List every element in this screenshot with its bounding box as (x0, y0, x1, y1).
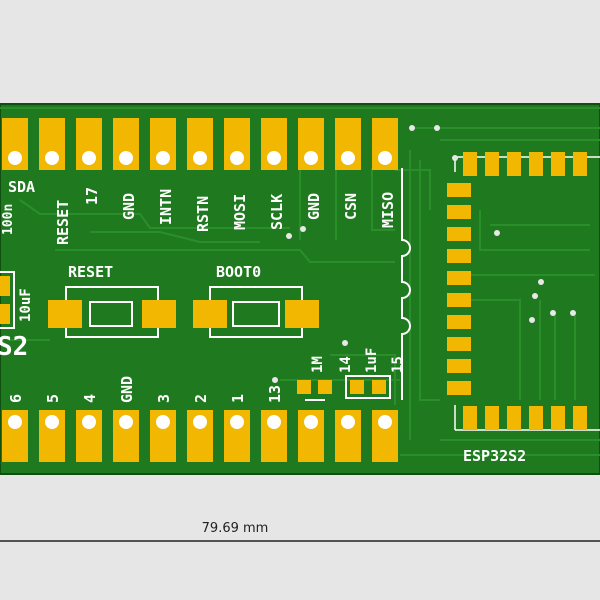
bottom-label-5: 5 (44, 394, 62, 403)
traces (0, 107, 600, 456)
cap-1uf-label: 1uF (364, 348, 380, 373)
bottom-header-pin (372, 410, 398, 462)
top-header-pin (187, 118, 213, 170)
top-header-pin (76, 118, 102, 170)
top-label-sda: SDA (8, 178, 35, 196)
left-cap-pad (0, 304, 10, 324)
bottom-label-1: 1 (229, 394, 247, 403)
small-passives: 1M 14 1uF 15 (297, 348, 406, 401)
boot-button-label: BOOT0 (216, 263, 261, 281)
top-label-17: 17 (83, 187, 101, 205)
top-header-labels: SDA RESET 17 GND INTN RSTN MOSI SCLK GND… (8, 178, 397, 245)
boot-button-footprint: BOOT0 (193, 263, 319, 338)
left-passives: 100n 10uF (0, 204, 34, 329)
pin-15-label: 15 (390, 356, 406, 373)
top-header-pin (298, 118, 324, 170)
bottom-header (2, 410, 398, 462)
top-header-pin (261, 118, 287, 170)
reset-button-footprint: RESET (48, 263, 176, 338)
left-cap-pad (0, 276, 10, 296)
bottom-header-pin (76, 410, 102, 462)
top-header-pin (113, 118, 139, 170)
pin-14-label: 14 (338, 356, 354, 373)
top-header-pin (39, 118, 65, 170)
r-1m-label: 1M (310, 356, 326, 373)
bottom-label-6: 6 (7, 394, 25, 403)
top-label-gnd: GND (120, 193, 138, 220)
bottom-header-pin (187, 410, 213, 462)
left-cap-top-label: 100n (1, 204, 16, 235)
bottom-header-pin (261, 410, 287, 462)
left-cap-outline (0, 271, 15, 329)
top-label-reset: RESET (54, 200, 72, 245)
bottom-header-pin (224, 410, 250, 462)
top-header (2, 118, 398, 170)
bottom-label-gnd: GND (118, 376, 136, 403)
module-label: ESP32S2 (463, 447, 526, 465)
esp32s2-module: ESP32S2 (272, 125, 600, 465)
bottom-label-3: 3 (155, 394, 173, 403)
top-label-gnd-2: GND (305, 193, 323, 220)
top-label-sclk: SCLK (268, 194, 286, 230)
bottom-header-pin (150, 410, 176, 462)
bottom-header-pin (113, 410, 139, 462)
bottom-label-13: 13 (266, 385, 284, 403)
reset-button-label: RESET (68, 263, 113, 281)
left-cap-label: 10uF (18, 288, 34, 322)
bottom-label-4: 4 (81, 394, 99, 403)
bottom-header-pin (335, 410, 361, 462)
bottom-header-labels: 6 5 4 GND 3 2 1 13 (7, 376, 284, 403)
top-header-pin (224, 118, 250, 170)
top-label-mosi: MOSI (231, 194, 249, 230)
top-header-pin (372, 118, 398, 170)
dimension-label: 79.69 mm (201, 521, 269, 536)
bottom-header-pin (2, 410, 28, 462)
module-keepout-line (401, 168, 411, 400)
bottom-header-pin (39, 410, 65, 462)
top-header-pin (335, 118, 361, 170)
top-header-pin (2, 118, 28, 170)
top-label-intn: INTN (157, 189, 175, 225)
bottom-header-pin (298, 410, 324, 462)
board-name-partial: S2 (0, 332, 28, 362)
top-header-pin (150, 118, 176, 170)
top-label-csn: CSN (342, 193, 360, 220)
bottom-label-2: 2 (192, 394, 210, 403)
top-label-rstn: RSTN (194, 196, 212, 232)
top-label-miso: MISO (379, 192, 397, 228)
